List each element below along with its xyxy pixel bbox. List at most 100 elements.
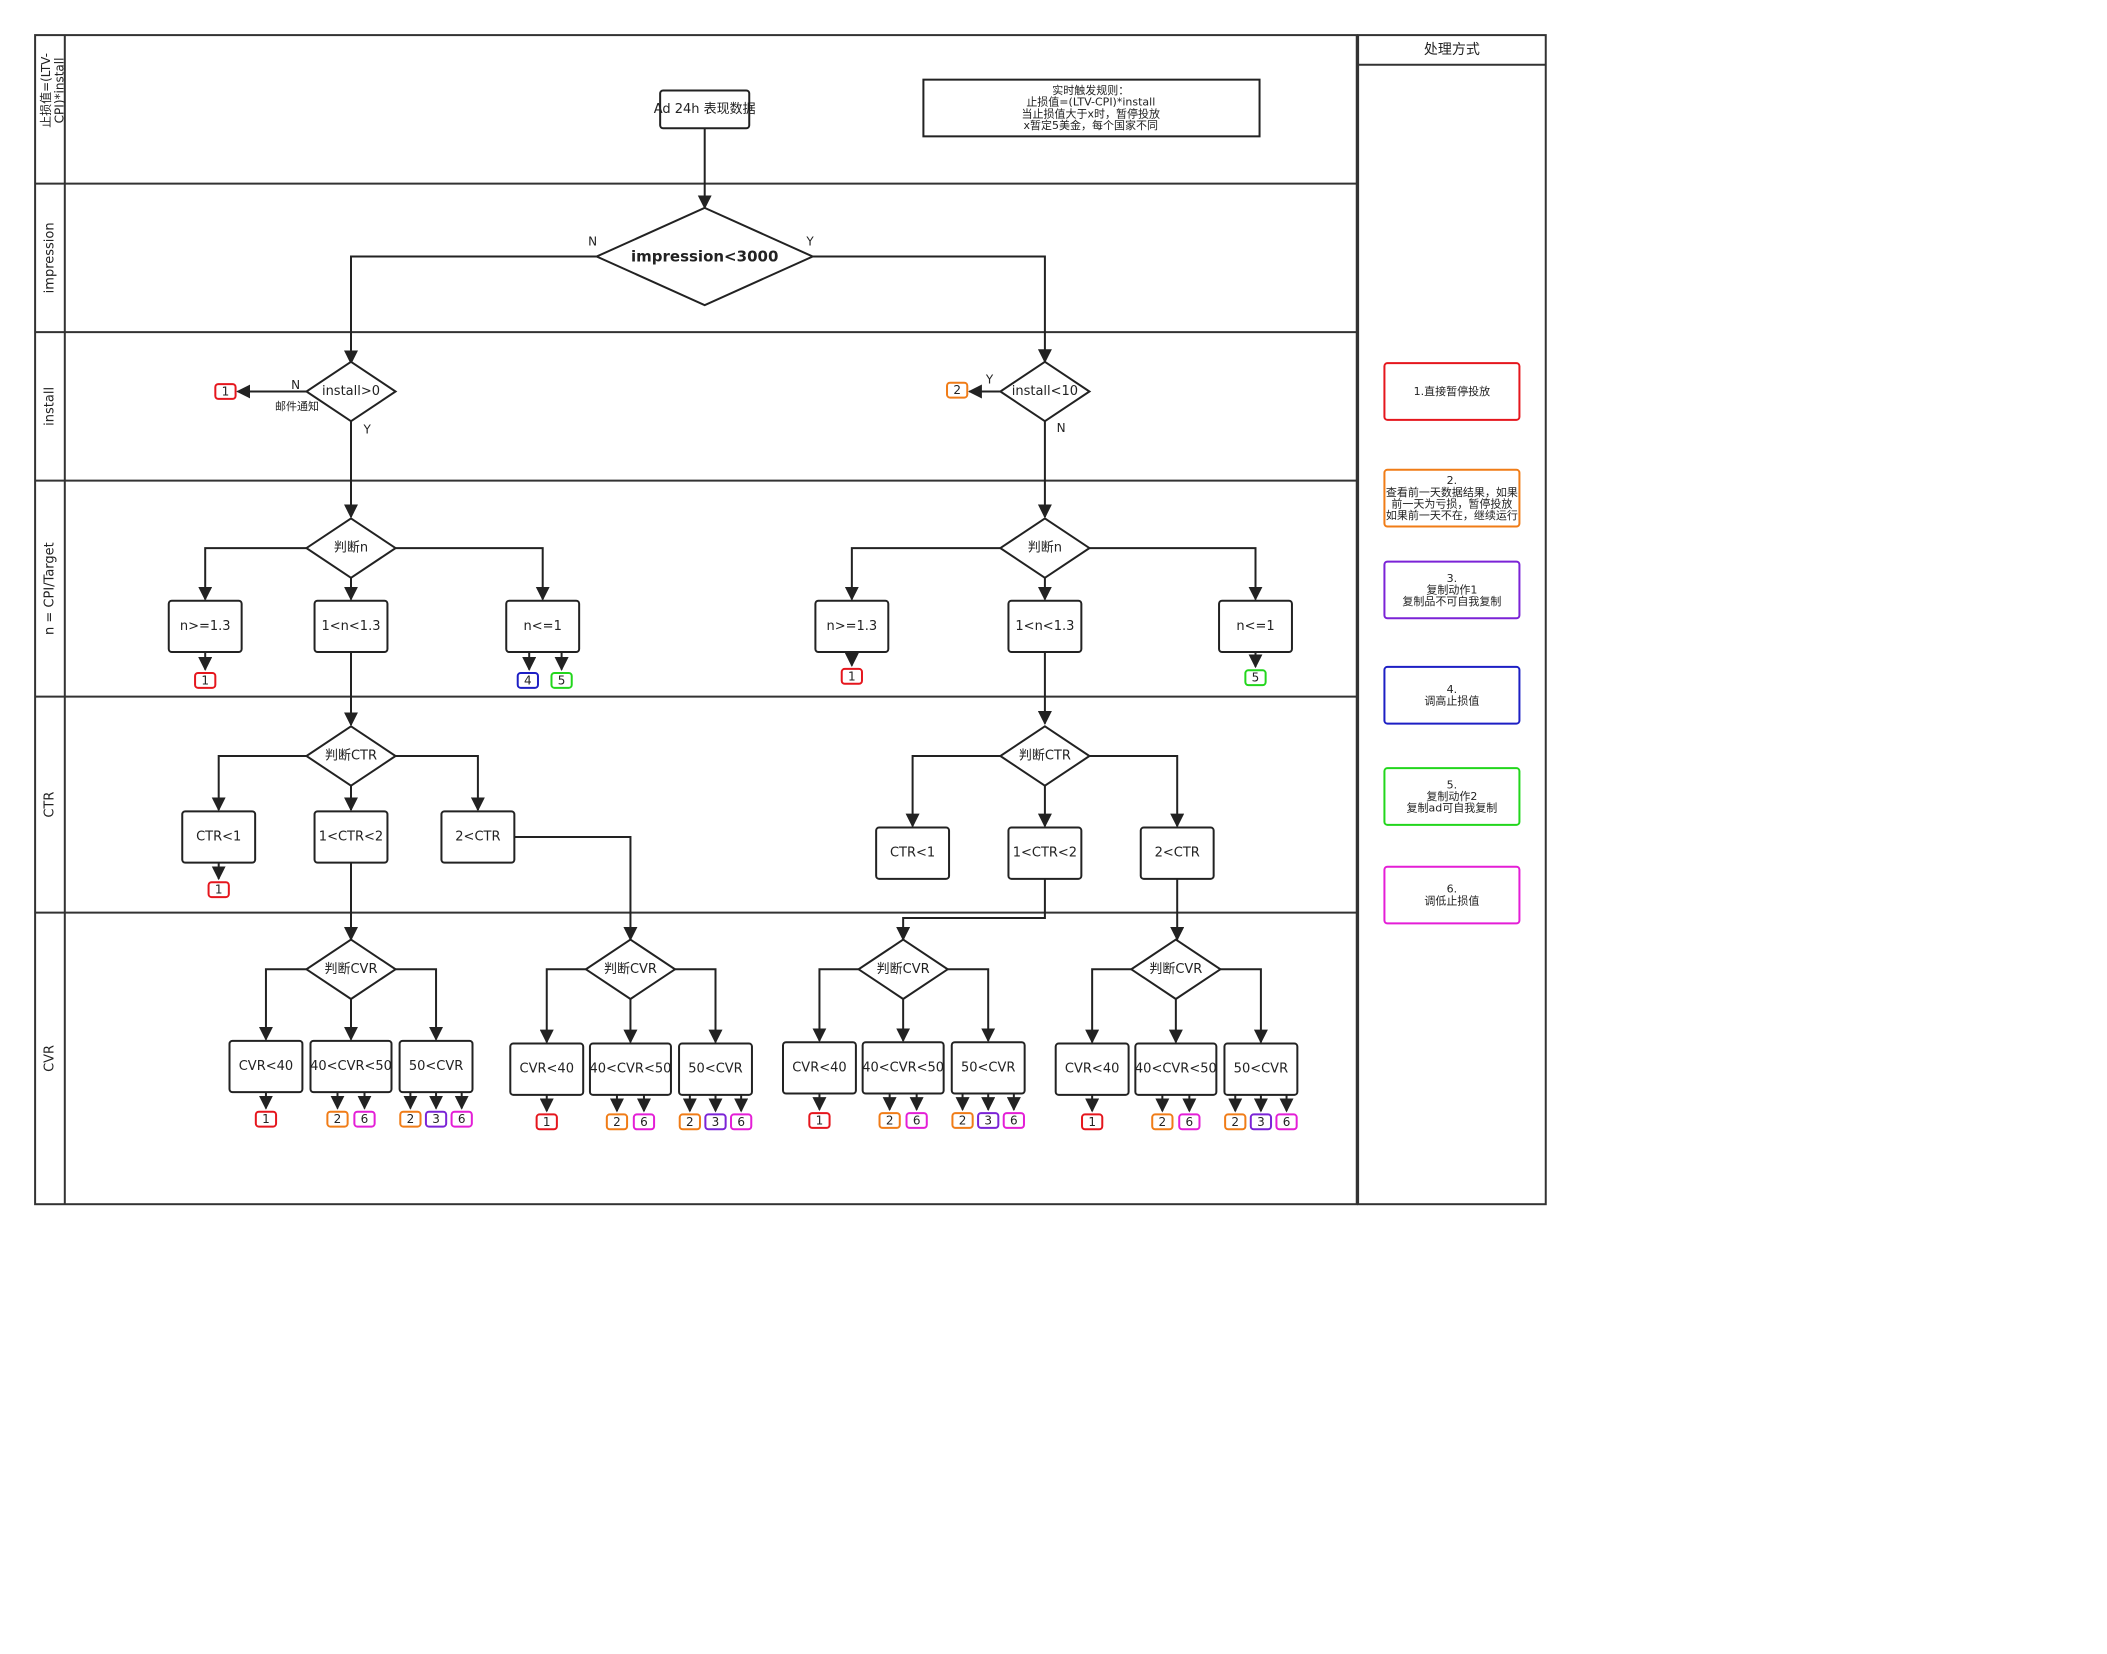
impression-decision	[594, 206, 816, 307]
legend-item-1	[1383, 362, 1521, 421]
action-badge-6	[1178, 1113, 1201, 1131]
box-cvr-mid	[588, 1042, 672, 1096]
box-n-mid-label: 1<n<1.3	[1015, 619, 1074, 634]
action-badge-2	[878, 1112, 901, 1129]
box-cvr-lt40	[782, 1041, 857, 1095]
box-cvr-mid-label: 40<CVR<50	[862, 1060, 944, 1075]
action-badge-6-label: 6	[737, 1115, 745, 1129]
action-badge-1	[254, 1110, 278, 1128]
action-badge-2	[946, 381, 969, 399]
action-badge-3-label: 3	[1257, 1115, 1265, 1129]
action-badge-2-label: 2	[959, 1114, 967, 1128]
side-panel-title: 处理方式	[1424, 42, 1480, 58]
action-badge-6-label: 6	[1186, 1115, 1194, 1129]
legend-item-4-line: 调高止损值	[1424, 694, 1479, 708]
start-node-label: Ad 24h 表现数据	[654, 102, 756, 117]
lane-label-3: install	[42, 387, 57, 426]
install-right-decision	[998, 360, 1092, 423]
box-ctr-mid	[1007, 826, 1083, 880]
box-ctr-lt1-label: CTR<1	[890, 846, 935, 861]
legend-item-2-line: 如果前一天不在，继续运行	[1386, 508, 1518, 522]
box-cvr-mid	[1134, 1042, 1218, 1096]
box-cvr-gt50	[398, 1039, 474, 1094]
judge-cvr-decision-label: 判断CVR	[324, 962, 377, 977]
box-cvr-gt50-label: 50<CVR	[961, 1060, 1015, 1075]
action-badge-2-label: 2	[886, 1114, 894, 1128]
box-cvr-lt40	[228, 1039, 304, 1094]
box-ctr-lt1	[875, 826, 951, 880]
legend-item-2-line: 前一天为亏损，暂停投放	[1391, 496, 1512, 510]
action-badge-1-label: 1	[816, 1114, 824, 1128]
box-ctr-gt2	[1139, 826, 1215, 880]
action-badge-4-label: 4	[524, 673, 532, 687]
judge-n-decision-label: 判断n	[334, 541, 368, 556]
legend-item-2	[1383, 468, 1521, 528]
box-cvr-gt50	[1223, 1042, 1299, 1096]
judge-ctr-decision-label: 判断CTR	[1019, 749, 1071, 764]
edge-cvr-gt50	[675, 968, 723, 1044]
edge-impression-yes	[812, 255, 1052, 364]
action-badge-2	[399, 1110, 422, 1128]
box-cvr-lt40-label: CVR<40	[792, 1060, 846, 1075]
action-badge-2	[1224, 1113, 1247, 1131]
judge-cvr-decision	[584, 938, 677, 1001]
judge-cvr-decision-label: 判断CVR	[877, 962, 930, 977]
legend-item-5-line: 5.	[1447, 778, 1458, 791]
edge-label-no: N	[1057, 421, 1066, 435]
action-badge-5	[550, 671, 573, 689]
rule-note-box	[922, 78, 1261, 138]
install-left-decision-label: install>0	[322, 384, 380, 399]
edge-cvr-gt50	[395, 968, 444, 1041]
action-badge-5-label: 5	[558, 673, 566, 687]
action-badge-1	[808, 1112, 831, 1129]
box-cvr-lt40-label: CVR<40	[239, 1059, 293, 1074]
box-cvr-gt50-label: 50<CVR	[1234, 1062, 1288, 1077]
edge-label-yes: Y	[985, 372, 994, 386]
action-badge-1-label: 1	[262, 1112, 270, 1126]
box-ctr-lt1-label: CTR<1	[196, 830, 241, 845]
box-n-ge-label: n>=1.3	[180, 619, 231, 634]
action-badge-1	[1081, 1113, 1104, 1131]
edge-cvr-gt50	[1220, 968, 1268, 1044]
legend-item-3-line: 复制动作1	[1426, 582, 1477, 596]
legend-item-4-line: 4.	[1447, 683, 1458, 696]
box-n-ge	[814, 599, 890, 654]
rule-note-line: 当止损值大于x时，暂停投放	[1022, 106, 1161, 120]
edge-label-yes: Y	[363, 422, 372, 436]
judge-cvr-decision	[304, 938, 398, 1001]
judge-ctr-decision	[304, 725, 398, 787]
box-ctr-gt2-label: 2<CTR	[455, 830, 500, 845]
box-ctr-lt1	[181, 810, 257, 864]
legend-item-5-line: 复制动作2	[1426, 789, 1477, 803]
action-badge-6-label: 6	[640, 1115, 648, 1129]
edge-ctr-gt2	[1089, 755, 1185, 828]
box-n-le	[505, 599, 581, 654]
edge-label-no: N	[291, 378, 300, 392]
rule-note-line: x暂定5美金，每个国家不同	[1024, 118, 1159, 132]
edge-ctr-lt1	[211, 755, 307, 812]
action-badge-3	[424, 1110, 448, 1128]
action-badge-1	[207, 881, 230, 899]
action-badge-3	[704, 1113, 727, 1131]
action-badge-6	[730, 1113, 753, 1131]
box-ctr-mid-label: 1<CTR<2	[319, 830, 383, 845]
action-badge-1	[840, 667, 863, 685]
legend-item-6-line: 调低止损值	[1424, 893, 1479, 907]
box-cvr-gt50	[950, 1041, 1026, 1095]
box-n-mid	[1007, 599, 1083, 654]
action-badge-2-label: 2	[686, 1115, 694, 1129]
action-badge-1-label: 1	[215, 883, 223, 897]
box-cvr-mid-label: 40<CVR<50	[1135, 1062, 1217, 1077]
legend-item-3	[1383, 560, 1521, 620]
action-badge-1	[194, 671, 217, 689]
lane-label-2: impression	[42, 222, 57, 293]
edge-n-le	[1089, 547, 1263, 601]
box-cvr-lt40	[509, 1042, 585, 1096]
action-badge-1-label: 1	[1088, 1115, 1096, 1129]
action-badge-2	[605, 1113, 629, 1131]
action-badge-1-label: 1	[222, 385, 230, 399]
action-badge-2	[326, 1110, 349, 1128]
action-badge-3	[1249, 1113, 1273, 1131]
edge-label-yes: Y	[805, 235, 814, 249]
box-cvr-lt40-label: CVR<40	[520, 1062, 574, 1077]
